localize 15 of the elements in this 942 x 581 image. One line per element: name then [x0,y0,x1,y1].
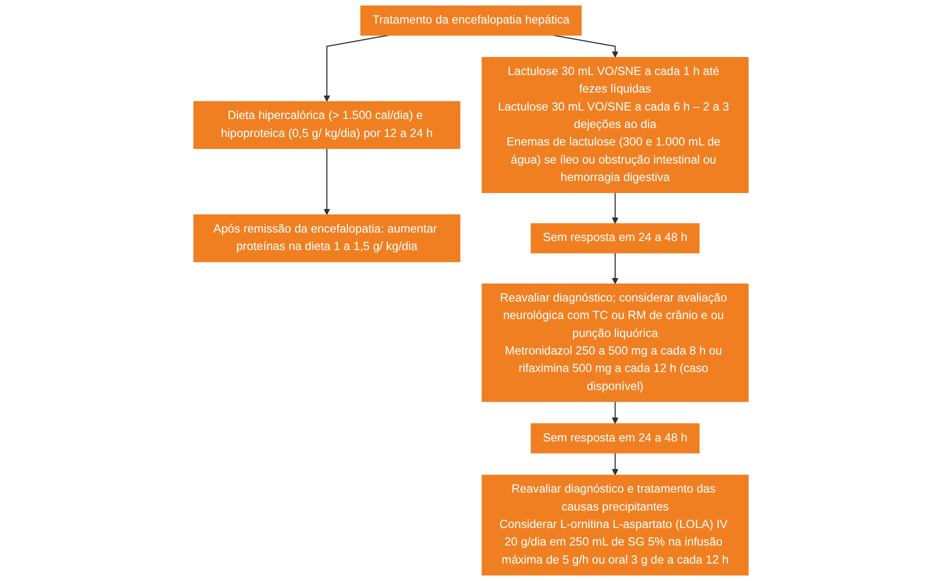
node-box: Reavaliar diagnóstico e tratamento das causas precipitantes Considerar L-ornitina L-aspartato (LOLA) IV 20 g/dia em 250 mL de SG 5% na infusão máxima de 5 g/h ou oral 3 g de a cada 12 h [482,474,749,576]
arrow [612,253,618,284]
node-box: Tratamento da encefalopatia hepática [360,6,582,36]
node-box: Sem resposta em 24 a 48 h [530,223,700,254]
arrow [324,148,330,216]
node-box: Após remissão da encefalopatia: aumentar proteínas na dieta 1 a 1,5 g/ kg/dia [193,214,460,262]
arrow [612,192,618,224]
node-box: Dieta hipercalórica (> 1.500 cal/dia) e hipoproteica (0,5 g/ kg/dia) por 12 a 24 h [193,101,460,149]
node-box: Lactulose 30 mL VO/SNE a cada 1 h até fezes líquidas Lactulose 30 mL VO/SNE a cada 6 h – 2 a 3 dejeções ao dia Enemas de lactulose (300 e 1.000 mL de água) se íleo ou obstrução intestinal ou hemorragia digestiva [482,57,749,194]
arrow [324,34,389,102]
arrow [612,453,618,476]
arrow [553,34,618,58]
arrow [612,402,618,424]
node-box: Reavaliar diagnóstico; considerar avaliação neurológica com TC ou RM de crânio e ou punção liquórica Metronidazol 250 a 500 mg a cada 8 h ou rifaximina 500 mg a cada 12 h (caso disponível) [482,284,749,402]
node-box: Sem resposta em 24 a 48 h [530,423,700,454]
